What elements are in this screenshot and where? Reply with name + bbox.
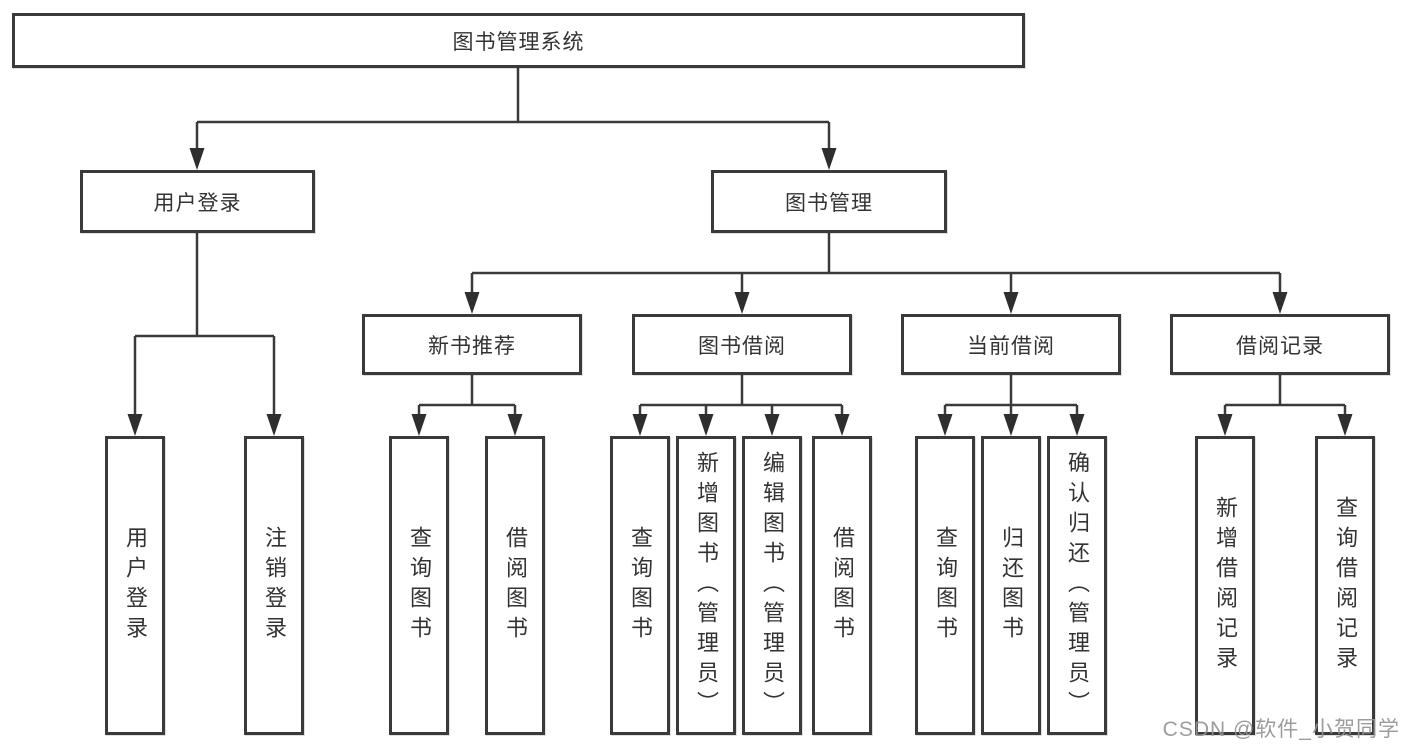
arrowhead-icon <box>507 414 523 436</box>
leaf-return-books: 归还图书 <box>981 436 1041 735</box>
connector-bookborrow-to-leaves <box>638 375 844 418</box>
leaf-query-books-borrow: 查询图书 <box>610 436 670 735</box>
leaf-query-borrow-record: 查询借阅记录 <box>1315 436 1375 735</box>
leaf-query-books-recommend: 查询图书 <box>389 436 449 735</box>
leaf-confirm-return-admin: 确认归还（管理员） <box>1047 436 1107 735</box>
arrowhead-icon <box>821 148 837 170</box>
leaf-label: 查询借阅记录 <box>1333 495 1358 676</box>
leaf-label: 借阅图书 <box>503 525 528 646</box>
leaf-borrow-books-recommend: 借阅图书 <box>485 436 545 735</box>
leaf-label: 查询图书 <box>407 525 432 646</box>
leaf-label: 编辑图书（管理员） <box>760 450 785 721</box>
arrowhead-icon <box>189 148 205 170</box>
leaf-label: 新增图书（管理员） <box>694 450 719 721</box>
arrowhead-icon <box>1272 292 1288 314</box>
arrowhead-icon <box>764 414 780 436</box>
arrowhead-icon <box>266 414 282 436</box>
arrowhead-icon <box>1003 292 1019 314</box>
leaf-label: 注销登录 <box>262 525 287 646</box>
connector-root-to-level2 <box>195 68 831 152</box>
leaf-label: 查询图书 <box>933 525 958 646</box>
arrowhead-icon <box>698 414 714 436</box>
csdn-watermark: CSDN @软件_小贺同学 <box>1162 718 1400 741</box>
arrowhead-icon <box>1069 414 1085 436</box>
leaf-borrow-books: 借阅图书 <box>812 436 872 735</box>
arrowhead-icon <box>1217 414 1233 436</box>
arrowhead-icon <box>937 414 953 436</box>
arrowhead-icon <box>464 292 480 314</box>
leaf-label: 借阅图书 <box>830 525 855 646</box>
leaf-edit-book-admin: 编辑图书（管理员） <box>742 436 802 735</box>
node-borrow-records: 借阅记录 <box>1170 314 1390 375</box>
leaf-user-login: 用户登录 <box>105 436 165 735</box>
arrowhead-icon <box>834 414 850 436</box>
node-user-login: 用户登录 <box>80 170 315 233</box>
arrowhead-icon <box>632 414 648 436</box>
connector-newbook-to-leaves <box>417 375 517 418</box>
node-current-borrow: 当前借阅 <box>901 314 1121 375</box>
leaf-add-borrow-record: 新增借阅记录 <box>1195 436 1255 735</box>
node-library-management-system: 图书管理系统 <box>12 13 1025 68</box>
connector-borrowrecords-to-leaves <box>1223 375 1347 418</box>
leaf-label: 确认归还（管理员） <box>1065 450 1090 721</box>
leaf-query-books-current: 查询图书 <box>915 436 975 735</box>
arrowhead-icon <box>411 414 427 436</box>
node-new-book-recommend: 新书推荐 <box>362 314 582 375</box>
connector-userlogin-to-leaves <box>133 233 276 418</box>
leaf-label: 归还图书 <box>999 525 1024 646</box>
arrowhead-icon <box>1337 414 1353 436</box>
connector-currentborrow-to-leaves <box>943 375 1079 418</box>
arrowheads <box>127 148 1353 436</box>
leaf-label: 新增借阅记录 <box>1213 495 1238 676</box>
node-book-management: 图书管理 <box>711 170 947 233</box>
node-book-borrow: 图书借阅 <box>632 314 852 375</box>
leaf-add-book-admin: 新增图书（管理员） <box>676 436 736 735</box>
arrowhead-icon <box>734 292 750 314</box>
connector-bookmgmt-to-level3 <box>470 233 1282 296</box>
leaf-label: 用户登录 <box>123 525 148 646</box>
leaf-label: 查询图书 <box>628 525 653 646</box>
arrowhead-icon <box>127 414 143 436</box>
arrowhead-icon <box>1003 414 1019 436</box>
leaf-logout: 注销登录 <box>244 436 304 735</box>
